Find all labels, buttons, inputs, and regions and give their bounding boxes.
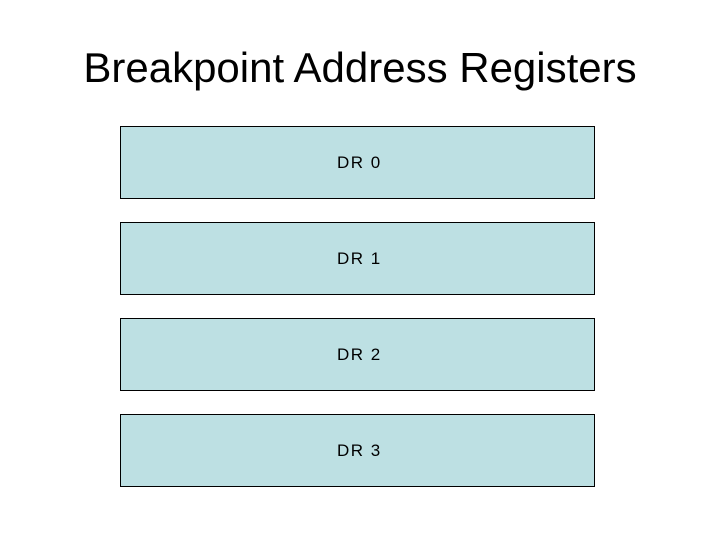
register-box-dr1: DR 1 (120, 222, 595, 295)
register-label-dr2: DR 2 (337, 345, 382, 364)
register-label-dr3: DR 3 (337, 441, 382, 460)
register-box-dr2: DR 2 (120, 318, 595, 391)
register-label-dr1: DR 1 (337, 249, 382, 268)
register-stack: DR 0 DR 1 DR 2 DR 3 (120, 126, 595, 487)
slide-title: Breakpoint Address Registers (83, 44, 637, 91)
register-label-dr0: DR 0 (337, 153, 382, 172)
register-box-dr3: DR 3 (120, 414, 595, 487)
register-box-dr0: DR 0 (120, 126, 595, 199)
